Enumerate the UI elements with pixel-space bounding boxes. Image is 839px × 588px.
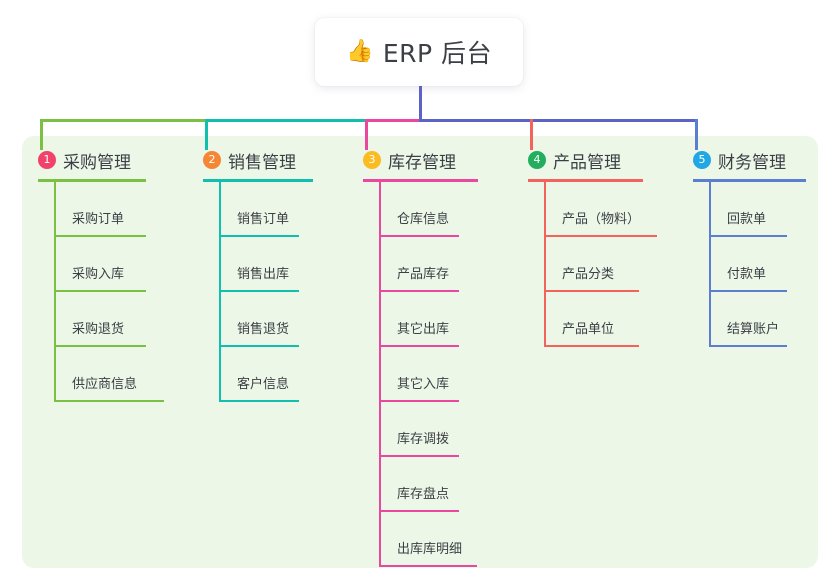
list-item-label: 销售出库 — [237, 267, 290, 282]
branch-title: 采购管理 — [63, 152, 131, 173]
list-item-label: 采购入库 — [72, 267, 125, 282]
branch-header-rule — [363, 179, 478, 182]
branch-title: 销售管理 — [228, 152, 296, 173]
list-item-rule — [709, 345, 787, 347]
list-item-rule — [379, 565, 477, 567]
list-item-label: 产品库存 — [397, 267, 450, 282]
branches-panel — [22, 136, 818, 568]
branch-drop-5 — [695, 119, 698, 150]
branch-title: 库存管理 — [388, 152, 456, 173]
branch-drop-2 — [205, 119, 208, 150]
list-item-rule — [379, 510, 459, 512]
list-item-label: 库存调拨 — [397, 432, 450, 447]
list-item-label: 其它出库 — [397, 322, 450, 337]
branch-header-1[interactable]: 1 采购管理 — [38, 145, 146, 182]
branch-spine — [709, 182, 711, 347]
bar-segment-3b — [419, 119, 530, 122]
branch-column-4: 4 产品管理产品（物料） 产品分类产品单位 — [528, 145, 657, 347]
root-node-title: 👍 ERP 后台 — [346, 34, 492, 70]
branch-header-5[interactable]: 5 财务管理 — [693, 145, 806, 182]
list-item-rule — [219, 290, 299, 292]
branch-header-2[interactable]: 2 销售管理 — [203, 145, 313, 182]
branch-spine — [544, 182, 546, 347]
list-item-label: 出库库明细 — [397, 542, 463, 557]
branch-header-3[interactable]: 3 库存管理 — [363, 145, 478, 182]
list-item-label: 仓库信息 — [397, 212, 450, 227]
list-item-label: 产品分类 — [562, 267, 615, 282]
branch-number-badge: 2 — [203, 151, 221, 169]
branch-number-badge: 4 — [528, 151, 546, 169]
branch-title: 财务管理 — [718, 152, 786, 173]
branch-header-rule — [203, 179, 313, 182]
branch-number-badge: 3 — [363, 151, 381, 169]
bar-segment-2 — [205, 119, 365, 122]
thumbs-up-icon: 👍 — [345, 39, 374, 64]
branch-header-rule — [528, 179, 643, 182]
branch-number-badge: 5 — [693, 151, 711, 169]
branch-column-5: 5 财务管理回款单付款单结算账户 — [693, 145, 806, 347]
list-item-rule — [379, 400, 459, 402]
root-node-label: ERP 后台 — [382, 39, 493, 68]
list-item-rule — [379, 345, 459, 347]
list-item-label: 产品（物料） — [562, 212, 641, 227]
list-item-rule — [219, 400, 299, 402]
bar-segment-3a — [365, 119, 419, 122]
root-stem-connector — [419, 86, 422, 122]
list-item-label: 客户信息 — [237, 377, 290, 392]
list-item-label: 采购退货 — [72, 322, 125, 337]
list-item-rule — [544, 290, 639, 292]
branch-header-rule — [693, 179, 806, 182]
list-item-label: 销售订单 — [237, 212, 290, 227]
list-item-rule — [379, 290, 459, 292]
branch-column-3: 3 库存管理仓库信息产品库存其它出库其它入库库存调拨库存盘点出库库明细 — [363, 145, 478, 567]
list-item-rule — [379, 235, 459, 237]
list-item-rule — [709, 235, 787, 237]
branch-drop-4 — [530, 119, 533, 150]
branch-header-4[interactable]: 4 产品管理 — [528, 145, 643, 182]
branch-header-rule — [38, 179, 146, 182]
branch-drop-3 — [365, 119, 368, 150]
list-item-label: 其它入库 — [397, 377, 450, 392]
list-item-rule — [54, 290, 146, 292]
branch-title: 产品管理 — [553, 152, 621, 173]
branch-spine — [379, 182, 381, 567]
list-item-label: 结算账户 — [727, 322, 780, 337]
list-item-label: 供应商信息 — [72, 377, 138, 392]
list-item-rule — [379, 455, 459, 457]
list-item-rule — [219, 345, 299, 347]
root-node-card[interactable]: 👍 ERP 后台 — [315, 18, 523, 86]
list-item-rule — [544, 235, 657, 237]
branch-spine — [219, 182, 221, 402]
list-item-label: 回款单 — [727, 212, 767, 227]
list-item-rule — [54, 235, 146, 237]
bar-segment-4 — [530, 119, 698, 122]
list-item-label: 采购订单 — [72, 212, 125, 227]
bar-segment-1 — [40, 119, 205, 122]
list-item-label: 产品单位 — [562, 322, 615, 337]
branch-column-1: 1 采购管理采购订单采购入库采购退货供应商信息 — [38, 145, 164, 402]
branch-column-2: 2 销售管理销售订单销售出库销售退货客户信息 — [203, 145, 313, 402]
list-item-rule — [219, 235, 299, 237]
list-item-label: 销售退货 — [237, 322, 290, 337]
list-item-label: 库存盘点 — [397, 487, 450, 502]
list-item-rule — [709, 290, 787, 292]
branch-drop-1 — [40, 119, 43, 150]
list-item-label: 付款单 — [727, 267, 767, 282]
list-item-rule — [544, 345, 639, 347]
branch-spine — [54, 182, 56, 402]
branch-number-badge: 1 — [38, 151, 56, 169]
list-item-rule — [54, 345, 146, 347]
list-item-rule — [54, 400, 164, 402]
